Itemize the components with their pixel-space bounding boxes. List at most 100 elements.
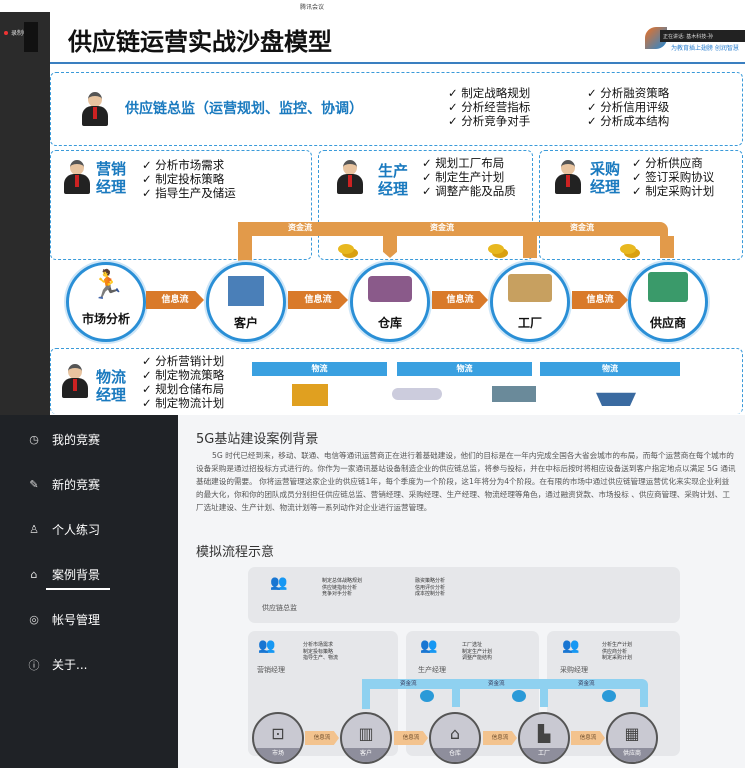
diagram-heading: 模拟流程示意 — [196, 545, 275, 560]
factory-icon: ▙ — [537, 724, 551, 743]
money-flow-label: 资金流 — [578, 681, 595, 687]
node-warehouse — [350, 262, 430, 342]
money-arrow-down — [523, 236, 537, 258]
production-box — [318, 150, 533, 260]
node-label: 市场分析 — [81, 312, 130, 326]
logo-slogan: 为教育插上翅膀 创润智慧 — [671, 45, 739, 52]
diagram-tasks: 融资策略分析信用评价分析成本控制分析 — [415, 578, 446, 597]
director-box — [50, 72, 743, 146]
record-dot-icon — [4, 31, 8, 35]
coins-icon — [620, 244, 636, 254]
node-market-analysis — [66, 262, 146, 342]
diagram-role-label: 供应链总监 — [262, 604, 297, 612]
recording-indicator[interactable]: 录制中 — [4, 28, 29, 37]
money-arrow-down — [540, 689, 548, 707]
purchasing-box — [539, 150, 743, 260]
diagram-info-flow: 信息流 — [394, 731, 428, 745]
info-flow-arrow: 信息流 — [288, 291, 348, 309]
airplane-icon — [392, 388, 442, 400]
truck-icon — [292, 384, 328, 406]
title-bar-mark — [24, 22, 38, 52]
sidebar-item-label: 新的竞赛 — [52, 478, 101, 492]
node-label: 仓库 — [377, 316, 402, 330]
clock-icon: ◷ — [29, 433, 39, 446]
case-heading: 5G基站建设案例背景 — [196, 432, 319, 447]
user-icon: ♙ — [29, 523, 39, 536]
building-icon — [228, 276, 264, 306]
task: 分析经营指标 — [448, 100, 530, 114]
presenter-icon: ⊡ — [271, 724, 285, 743]
money-arrow-down — [452, 689, 460, 707]
money-flow-label: 资金流 — [570, 223, 594, 232]
logistics-box — [50, 348, 743, 414]
diagram-info-flow: 信息流 — [483, 731, 517, 745]
sidebar-item-practice[interactable]: ♙ 个人练习 — [28, 521, 100, 538]
sidebar-item-label: 帐号管理 — [52, 613, 101, 627]
shared-slide: 腾讯会议 录制中 供应链运营实战沙盘模型 为教育插上翅膀 创润智慧 正在讲话: … — [0, 0, 745, 415]
goods-flow-arrow: 物流 — [397, 362, 532, 376]
production-role: 生产经理 — [378, 162, 409, 198]
money-flow-label: 资金流 — [288, 223, 312, 232]
building-icon: ▥ — [358, 724, 374, 743]
logistics-tasks: 分析营销计划制定物流策略规划仓储布局制定物流计划 — [142, 354, 224, 410]
production-tasks: 规划工厂布局制定生产计划调整产能及品质 — [422, 156, 516, 198]
goods-flow-arrow: 物流 — [252, 362, 387, 376]
sidebar-item-label: 我的竞赛 — [52, 433, 101, 447]
sidebar-item-label: 个人练习 — [52, 523, 101, 537]
diagram-info-flow: 信息流 — [305, 731, 339, 745]
marketing-role: 营销经理 — [96, 160, 127, 196]
recording-strip — [0, 12, 50, 415]
coin-icon — [602, 690, 616, 702]
account-icon: ◎ — [29, 613, 39, 626]
presenter-icon: 🏃 — [90, 268, 125, 301]
marketing-tasks: 分析市场需求制定投标策略指导生产及储运 — [142, 158, 236, 200]
task: 分析竞争对手 — [448, 114, 530, 128]
money-flow-label: 资金流 — [488, 681, 505, 687]
ship-icon — [596, 392, 636, 406]
diagram-role-label: 生产经理 — [418, 666, 446, 674]
diagram-money-stem — [362, 679, 370, 709]
sidebar-item-new-competition[interactable]: ✎新的竞赛 — [28, 476, 100, 493]
recording-label: 录制中 — [11, 30, 30, 37]
money-flow-arrow — [238, 222, 668, 236]
task: 制定战略规划 — [448, 86, 530, 100]
coin-icon — [420, 690, 434, 702]
money-arrow-down — [383, 236, 397, 258]
diagram-node-supplier: ▦供应商 — [606, 712, 658, 764]
goods-flow-arrow: 物流 — [540, 362, 680, 376]
sidebar-item-label: 关于... — [52, 658, 88, 672]
diagram-role-label: 营销经理 — [257, 666, 285, 674]
coins-icon — [488, 244, 504, 254]
diagram-info-flow: 信息流 — [571, 731, 605, 745]
money-arrow-down — [640, 689, 648, 707]
marketing-avatar-icon — [62, 160, 92, 194]
group-icon: 👥 — [270, 575, 288, 591]
task: 分析融资策略 — [587, 86, 669, 100]
info-flow-arrow: 信息流 — [432, 291, 488, 309]
train-icon — [492, 386, 536, 402]
node-label: 工厂 — [517, 316, 542, 330]
node-customer — [206, 262, 286, 342]
diagram-money-flow — [362, 679, 648, 689]
diagram-tasks: 工厂选址制定生产计划调整产能结构 — [462, 642, 493, 661]
diagram-node-market: ⊡市场 — [252, 712, 304, 764]
production-avatar-icon — [335, 160, 365, 194]
chip-icon: ▦ — [624, 724, 640, 743]
node-supplier — [628, 262, 708, 342]
sidebar-item-label: 案例背景 — [52, 568, 101, 582]
warehouse-icon — [368, 276, 412, 302]
title-divider — [50, 62, 745, 64]
purchasing-tasks: 分析供应商签订采购协议制定采购计划 — [632, 156, 714, 198]
sidebar-item-case-background[interactable]: ⌂案例背景 — [28, 566, 101, 583]
sidebar-item-my-competitions[interactable]: ◷ 我的竞赛 — [28, 431, 100, 448]
logistics-role: 物流经理 — [96, 368, 127, 404]
active-indicator — [46, 588, 110, 590]
coin-icon — [512, 690, 526, 702]
sidebar-item-account[interactable]: ◎ 帐号管理 — [28, 611, 100, 628]
money-flow-label: 资金流 — [400, 681, 417, 687]
task: 分析信用评级 — [587, 100, 669, 114]
director-tasks-b: 分析融资策略分析信用评级分析成本结构 — [587, 86, 669, 128]
diagram-tasks: 分析市场需求制定投标策略指导生产、物流 — [303, 642, 339, 661]
director-tasks-a: 制定战略规划分析经营指标分析竞争对手 — [448, 86, 530, 128]
